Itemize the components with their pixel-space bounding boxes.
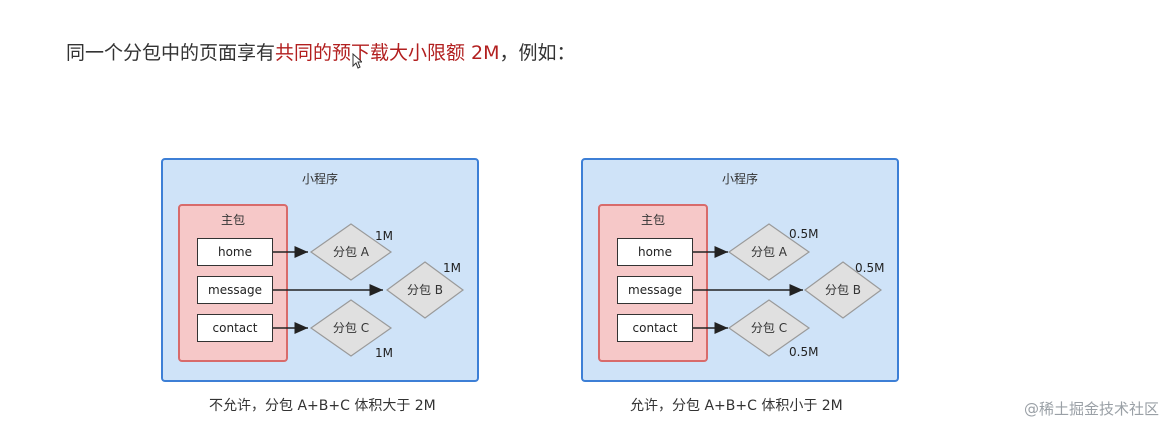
page-contact: contact bbox=[617, 314, 693, 342]
subpackage-a-size: 1M bbox=[375, 229, 393, 243]
page-message: message bbox=[197, 276, 273, 304]
miniprogram-container-right: 小程序 主包 home message contact 分包 A 0.5M 分包… bbox=[581, 158, 899, 382]
mouse-cursor-icon bbox=[352, 53, 362, 69]
caption-not-allowed: 不允许，分包 A+B+C 体积大于 2M bbox=[209, 398, 436, 414]
caption-allowed: 允许，分包 A+B+C 体积小于 2M bbox=[630, 398, 843, 414]
main-package: 主包 home message contact bbox=[598, 204, 708, 362]
subpackage-b-diamond bbox=[803, 261, 883, 319]
subpackage-b-diamond bbox=[385, 261, 465, 319]
miniprogram-label: 小程序 bbox=[721, 172, 758, 186]
subpackage-diagram-right: 分包 A 0.5M 分包 B 0.5M 分包 C 0.5M bbox=[693, 223, 884, 359]
subpackage-a-diamond bbox=[309, 223, 393, 281]
page-heading: 同一个分包中的页面享有共同的预下载大小限额 2M，例如： bbox=[66, 38, 576, 65]
miniprogram-label: 小程序 bbox=[301, 172, 338, 186]
subpackage-diagram-left: 分包 A 1M 分包 B 1M 分包 C 1M bbox=[273, 223, 465, 360]
subpackage-c-diamond bbox=[727, 299, 811, 357]
subpackage-a-label: 分包 A bbox=[333, 245, 370, 259]
main-package-label: 主包 bbox=[220, 213, 245, 227]
heading-suffix: ，例如： bbox=[499, 42, 576, 64]
subpackage-a-diamond bbox=[727, 223, 811, 281]
subpackage-a-size: 0.5M bbox=[789, 227, 818, 241]
subpackage-c-diamond bbox=[309, 299, 393, 357]
subpackage-b-size: 0.5M bbox=[855, 261, 884, 275]
page-message: message bbox=[617, 276, 693, 304]
subpackage-c-size: 0.5M bbox=[789, 345, 818, 359]
subpackage-c-label: 分包 C bbox=[751, 321, 787, 335]
heading-text: 同一个分包中的页面享有 bbox=[66, 42, 276, 64]
subpackage-b-size: 1M bbox=[443, 261, 461, 275]
subpackage-a-label: 分包 A bbox=[751, 245, 788, 259]
subpackage-c-size: 1M bbox=[375, 346, 393, 360]
miniprogram-container-left: 小程序 主包 home message contact 分包 A 1M 分包 B… bbox=[161, 158, 479, 382]
page-home: home bbox=[617, 238, 693, 266]
main-package: 主包 home message contact bbox=[178, 204, 288, 362]
page-home: home bbox=[197, 238, 273, 266]
subpackage-b-label: 分包 B bbox=[407, 283, 443, 297]
watermark: @稀土掘金技术社区 bbox=[1023, 400, 1159, 418]
main-package-label: 主包 bbox=[640, 213, 665, 227]
subpackage-c-label: 分包 C bbox=[333, 321, 369, 335]
subpackage-b-label: 分包 B bbox=[825, 283, 861, 297]
heading-highlight: 共同的预下载大小限额 2M bbox=[275, 42, 500, 64]
page-contact: contact bbox=[197, 314, 273, 342]
